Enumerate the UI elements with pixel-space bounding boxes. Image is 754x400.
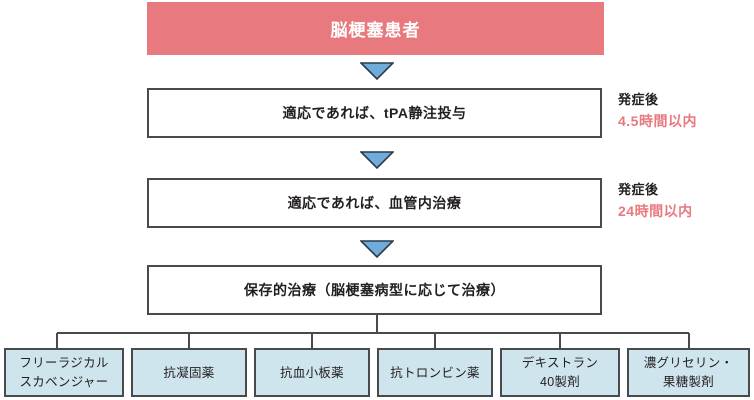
time-note-title: 発症後 [618, 182, 659, 197]
process-box-tpa: 適応であれば、tPA静注投与 [147, 88, 602, 138]
tree-connector-lines [56, 315, 690, 348]
time-note-tpa: 発症後 4.5時間以内 [618, 90, 750, 132]
time-note-endovascular: 発症後 24時間以内 [618, 180, 750, 222]
treatment-label-line1: フリーラジカル [19, 355, 109, 370]
treatment-box-antithrombin: 抗トロンビン薬 [377, 348, 493, 397]
treatment-box-glycerol-fructose: 濃グリセリン・ 果糖製剤 [627, 348, 750, 397]
treatment-label-line1: 抗凝固薬 [163, 365, 215, 380]
treatment-label-line1: 抗血小板薬 [279, 365, 344, 380]
time-note-value: 24時間以内 [618, 203, 693, 219]
process-label: 保存的治療（脳梗塞病型に応じて治療） [244, 282, 505, 298]
treatment-box-antiplatelet: 抗血小板薬 [254, 348, 370, 397]
treatment-label-line1: 濃グリセリン・ [643, 355, 734, 370]
time-note-title: 発症後 [618, 92, 659, 107]
treatment-box-anticoagulant: 抗凝固薬 [131, 348, 247, 397]
treatment-label-line2: 40製剤 [539, 374, 581, 389]
treatment-label-line1: デキストラン [521, 355, 599, 370]
process-box-endovascular: 適応であれば、血管内治療 [147, 178, 602, 228]
time-note-value: 4.5時間以内 [618, 113, 697, 129]
treatment-label-line2: スカベンジャー [19, 374, 109, 389]
treatment-box-free-radical-scavenger: フリーラジカル スカベンジャー [4, 348, 124, 397]
flowchart-header-label: 脳梗塞患者 [330, 21, 421, 40]
treatment-label-line1: 抗トロンビン薬 [390, 365, 480, 380]
down-arrow-icon [360, 240, 394, 258]
process-label: 適応であれば、血管内治療 [287, 195, 462, 211]
down-arrow-icon [360, 151, 394, 169]
treatment-label-line2: 果糖製剤 [662, 374, 715, 389]
process-box-conservative: 保存的治療（脳梗塞病型に応じて治療） [147, 265, 602, 315]
process-label: 適応であれば、tPA静注投与 [282, 105, 467, 121]
treatment-box-dextran40: デキストラン 40製剤 [500, 348, 620, 397]
flowchart-header-box: 脳梗塞患者 [147, 2, 604, 55]
down-arrow-icon [360, 62, 394, 80]
